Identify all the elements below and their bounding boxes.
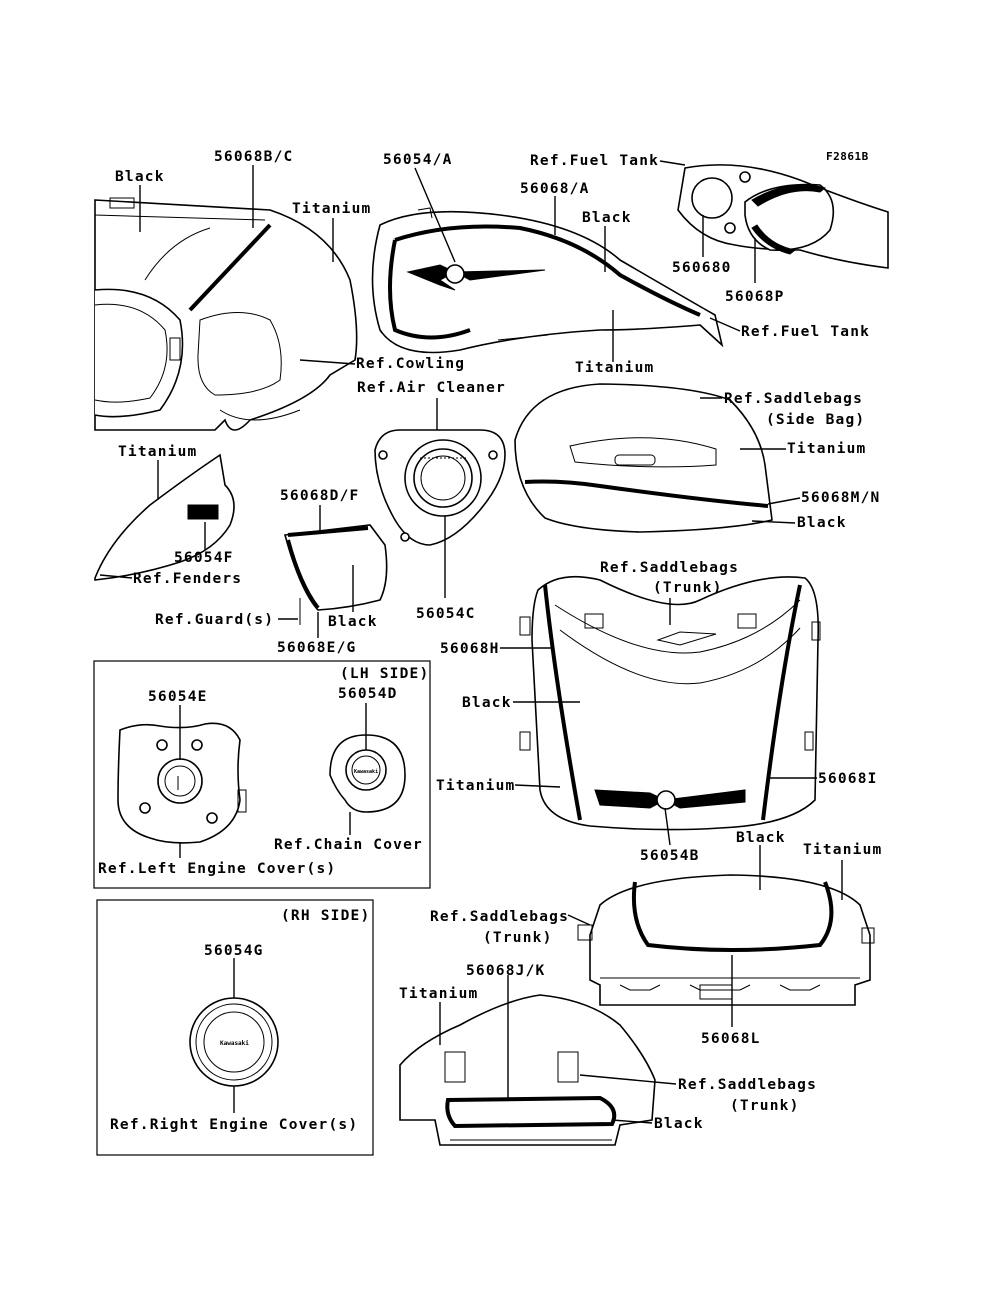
label-ref-chain-cover: Ref.Chain Cover — [274, 837, 423, 853]
lh-side-box — [93, 660, 431, 889]
label-56054b: 56054B — [640, 848, 700, 864]
label-56068i: 56068I — [818, 771, 878, 787]
leader-black-trunk3 — [611, 1119, 653, 1124]
label-56068mn: 56068M/N — [801, 490, 880, 506]
label-ref-trunk-3a: Ref.Saddlebags — [678, 1077, 817, 1093]
label-black-trunk: Black — [462, 695, 512, 711]
trunk-side-part — [399, 994, 656, 1146]
leader-ref-fenders — [99, 574, 133, 579]
leader-56068mn — [767, 497, 801, 505]
label-black-side: Black — [797, 515, 847, 531]
fuel-tank-top-part — [677, 164, 889, 269]
label-ref-air-cleaner: Ref.Air Cleaner — [357, 380, 506, 396]
label-titanium-side: Titanium — [787, 441, 866, 457]
figure-code: F2861B — [826, 150, 869, 163]
label-56068df: 56068D/F — [280, 488, 359, 504]
emblem-text-rh: Kawasaki — [220, 1040, 249, 1047]
leader-ref-cowling — [299, 359, 356, 365]
label-56068eg: 56068E/G — [277, 640, 356, 656]
label-56054f: 56054F — [174, 550, 234, 566]
label-56068a: 56068/A — [520, 181, 590, 197]
label-titanium-fender: Titanium — [118, 444, 197, 460]
label-ref-guards: Ref.Guard(s) — [155, 612, 274, 628]
label-titanium-trunk2: Titanium — [803, 842, 882, 858]
trunk-back-part — [577, 874, 875, 1006]
rh-side-box — [96, 899, 374, 1156]
label-lh-side: (LH SIDE) — [340, 666, 429, 682]
label-560680: 560680 — [672, 260, 732, 276]
leader-56054b — [664, 807, 671, 846]
label-ref-left-engine: Ref.Left Engine Cover(s) — [98, 861, 336, 877]
label-ref-trunk-1b: (Trunk) — [653, 580, 723, 596]
label-titanium-trunk3: Titanium — [399, 986, 478, 1002]
leader-ref-trunk-2 — [567, 914, 591, 926]
label-56054g: 56054G — [204, 943, 264, 959]
label-ref-saddlebags-side-1: Ref.Saddlebags — [724, 391, 863, 407]
guard-part — [283, 524, 388, 625]
left-engine-cover-part — [117, 722, 247, 844]
label-titanium-trunk: Titanium — [436, 778, 515, 794]
label-56068p: 56068P — [725, 289, 785, 305]
label-ref-fenders: Ref.Fenders — [133, 571, 242, 587]
label-56068h: 56068H — [440, 641, 500, 657]
label-56054d: 56054D — [338, 686, 398, 702]
label-ref-trunk-2b: (Trunk) — [483, 930, 553, 946]
leader-ref-fuel-tank-top — [659, 160, 686, 166]
label-ref-fuel-tank-top: Ref.Fuel Tank — [530, 153, 659, 169]
trunk-front-part — [519, 575, 821, 831]
emblem-text-lh: Kawasaki — [354, 769, 378, 775]
label-ref-trunk-2a: Ref.Saddlebags — [430, 909, 569, 925]
label-56054a: 56054/A — [383, 152, 453, 168]
label-56068l: 56068L — [701, 1031, 761, 1047]
fender-part — [94, 453, 235, 581]
label-black-tank: Black — [582, 210, 632, 226]
leader-ref-fuel-tank — [709, 317, 741, 332]
label-ref-trunk-3b: (Trunk) — [730, 1098, 800, 1114]
label-black-cowl: Black — [115, 169, 165, 185]
right-engine-cover-part: Kawasaki — [189, 997, 279, 1087]
side-saddlebag-part — [514, 383, 773, 533]
label-ref-saddlebags-side-2: (Side Bag) — [766, 412, 865, 428]
label-ref-trunk-1a: Ref.Saddlebags — [600, 560, 739, 576]
cowling-part — [94, 197, 358, 431]
label-ref-right-engine: Ref.Right Engine Cover(s) — [110, 1117, 358, 1133]
air-cleaner-part — [374, 429, 506, 546]
label-rh-side: (RH SIDE) — [281, 908, 370, 924]
chain-cover-part: Kawasaki — [329, 734, 406, 813]
label-ref-cowling: Ref.Cowling — [356, 356, 465, 372]
label-56068bc: 56068B/C — [214, 149, 293, 165]
label-56054e: 56054E — [148, 689, 208, 705]
leader-black-side — [751, 520, 796, 524]
label-black-trunk3: Black — [654, 1116, 704, 1132]
label-56068jk: 56068J/K — [466, 963, 545, 979]
label-ref-fuel-tank: Ref.Fuel Tank — [741, 324, 870, 340]
label-56054c: 56054C — [416, 606, 476, 622]
label-black-guard: Black — [328, 614, 378, 630]
label-black-trunk2: Black — [736, 830, 786, 846]
leader-56054a — [414, 167, 456, 263]
leader-titanium-trunk — [514, 784, 561, 788]
label-titanium-cowl: Titanium — [292, 201, 371, 217]
fuel-tank-part — [371, 207, 724, 354]
leader-ref-trunk-3 — [579, 1074, 677, 1085]
label-titanium-tank: Titanium — [575, 360, 654, 376]
